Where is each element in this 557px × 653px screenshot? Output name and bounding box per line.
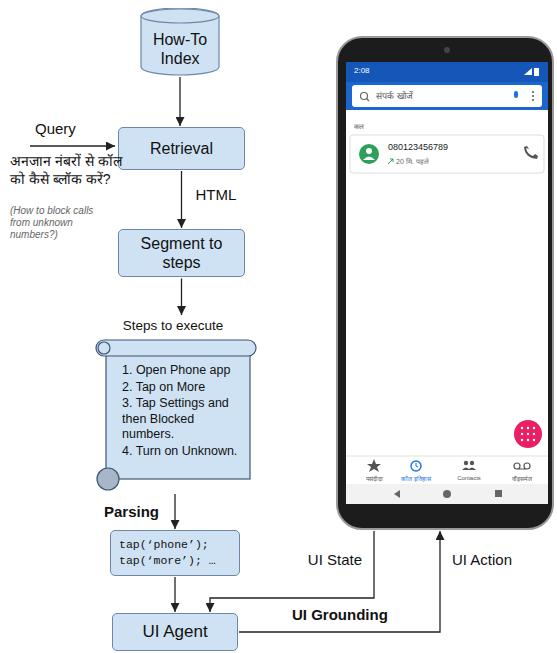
connector-arrow [179, 77, 180, 126]
query-translation: (How to block calls from unknown numbers… [8, 205, 100, 241]
connector-arrow [174, 494, 175, 529]
phone-mockup: 2:08 संपर्क खोजें कल 080123456789 20 मि. पहल… [336, 36, 554, 530]
connector-arrow [239, 531, 440, 632]
query-label: Query [33, 120, 78, 138]
node-text: पसंदीदा [366, 475, 383, 483]
process-box: UI Agent [112, 613, 238, 651]
node-text: Segment to steps [127, 234, 236, 272]
grounding-label: UI Grounding [290, 606, 390, 624]
node-text: 2. Tap on More [122, 380, 248, 396]
node-text: Retrieval [150, 139, 213, 158]
node-text: 2:08 [354, 66, 370, 75]
node-text: How-To Index [140, 30, 220, 68]
process-box: Retrieval [118, 127, 245, 170]
node-text: 1. Open Phone app [122, 363, 248, 379]
connector-arrow [181, 171, 182, 228]
query-text: अनजान नंबरों से कॉल को कैसे ब्लॉक करें? [8, 152, 130, 188]
node-text: कॉल इतिहास [401, 475, 431, 483]
node-text: 20 मि. पहले [396, 157, 429, 166]
edge-label: UI State [306, 551, 364, 568]
edge-label: Parsing [102, 503, 161, 520]
node-text: 4. Turn on Unknown. [122, 444, 248, 460]
node-text: 3. Tap Settings and then Blocked numbers… [122, 396, 248, 443]
node-text: tap(‘phone’); tap(‘more’); … [119, 537, 231, 568]
node-text: UI Agent [142, 622, 207, 642]
steps-scroll: Steps to execute 1. Open Phone app2. Tap … [88, 318, 258, 493]
edge-label: HTML [194, 186, 239, 203]
node-text: वॉइसमेल [512, 475, 532, 483]
database-cylinder: How-To Index [140, 8, 220, 76]
connector-arrow [181, 278, 182, 315]
connector-arrow [174, 577, 175, 612]
code-box: tap(‘phone’); tap(‘more’); … [110, 530, 240, 576]
node-text: 080123456789 [388, 142, 448, 152]
node-outline [336, 36, 554, 530]
node-text: Contacts [457, 475, 481, 481]
node-text: Steps to execute [88, 318, 258, 335]
edge-label: UI Action [450, 551, 514, 568]
node-text: संपर्क खोजें [376, 89, 413, 102]
process-box: Segment to steps [118, 229, 245, 277]
query-arrow [30, 145, 115, 146]
node-text: कल [354, 122, 364, 131]
